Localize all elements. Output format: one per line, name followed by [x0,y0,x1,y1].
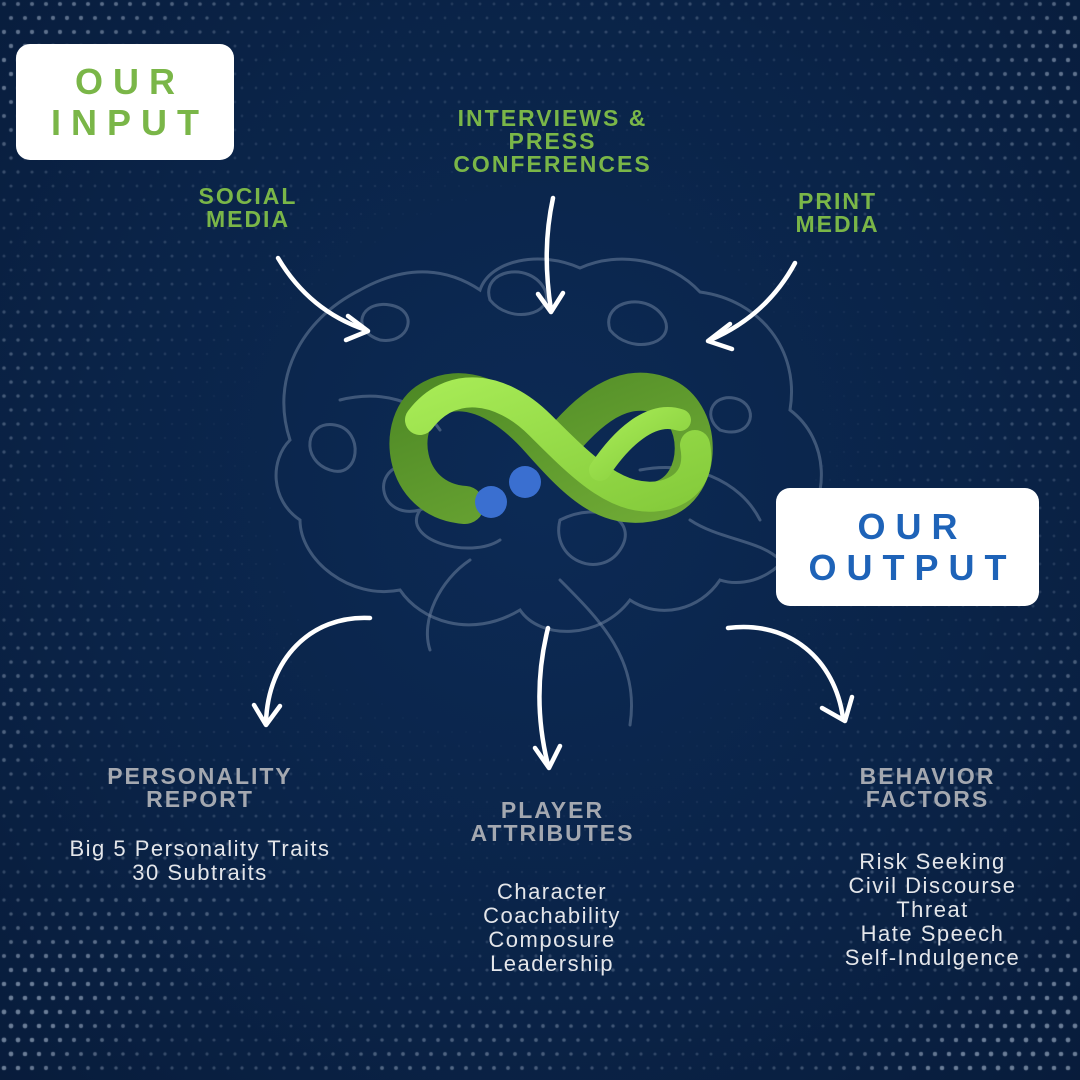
badge-line: OUR [857,505,968,547]
label-line: CONFERENCES [453,151,652,177]
arrow-social-media-icon [275,255,371,343]
social-media-label: SOCIAL MEDIA [188,185,308,231]
logo-dot-right [509,466,541,498]
infinity-logo-icon [389,372,713,524]
list-item: Leadership [490,951,614,976]
personality-report-heading: PERSONALITY REPORT [90,765,310,811]
interviews-label: INTERVIEWS & PRESS CONFERENCES [440,107,665,176]
heading-line: ATTRIBUTES [470,820,635,846]
behavior-factors-list: Risk Seeking Civil Discourse Threat Hate… [820,850,1045,970]
list-item: Risk Seeking [859,849,1006,874]
label-line: MEDIA [205,206,291,232]
list-item: Self-Indulgence [844,945,1021,970]
heading-line: PERSONALITY [107,763,293,789]
label-line: MEDIA [795,211,880,237]
arrow-personality-report-icon [251,615,373,728]
list-item: Civil Discourse [848,873,1017,898]
player-attributes-list: Character Coachability Composure Leaders… [452,880,652,976]
our-output-badge: OUR OUTPUT [776,488,1039,606]
print-media-label: PRINT MEDIA [780,190,895,236]
heading-line: BEHAVIOR [859,763,996,789]
arrow-behavior-factors-icon [725,624,855,724]
player-attributes-heading: PLAYER ATTRIBUTES [450,799,655,845]
arrow-player-attributes-icon [532,625,563,771]
heading-line: FACTORS [865,786,990,812]
label-line: PRINT [798,188,877,214]
list-item: Coachability [483,903,621,928]
badge-line: INPUT [51,102,209,143]
label-line: PRESS [508,128,597,154]
our-input-badge: OUR INPUT [16,44,234,160]
badge-line: OUTPUT [808,547,1017,588]
badge-line: OUR [75,60,185,102]
list-item: Composure [488,927,616,952]
list-item: Threat [896,897,969,922]
arrow-interviews-icon [535,195,566,315]
heading-line: PLAYER [500,797,605,823]
heading-line: REPORT [146,786,254,812]
logo-dot-left [475,486,507,518]
behavior-factors-heading: BEHAVIOR FACTORS [840,765,1015,811]
personality-report-list: Big 5 Personality Traits 30 Subtraits [40,837,360,885]
list-item: Hate Speech [860,921,1005,946]
list-item: Character [496,879,608,904]
list-item: 30 Subtraits [132,860,268,885]
label-line: INTERVIEWS & [457,105,648,131]
list-item: Big 5 Personality Traits [69,836,331,861]
label-line: SOCIAL [198,183,298,209]
arrow-print-media-icon [705,260,798,352]
